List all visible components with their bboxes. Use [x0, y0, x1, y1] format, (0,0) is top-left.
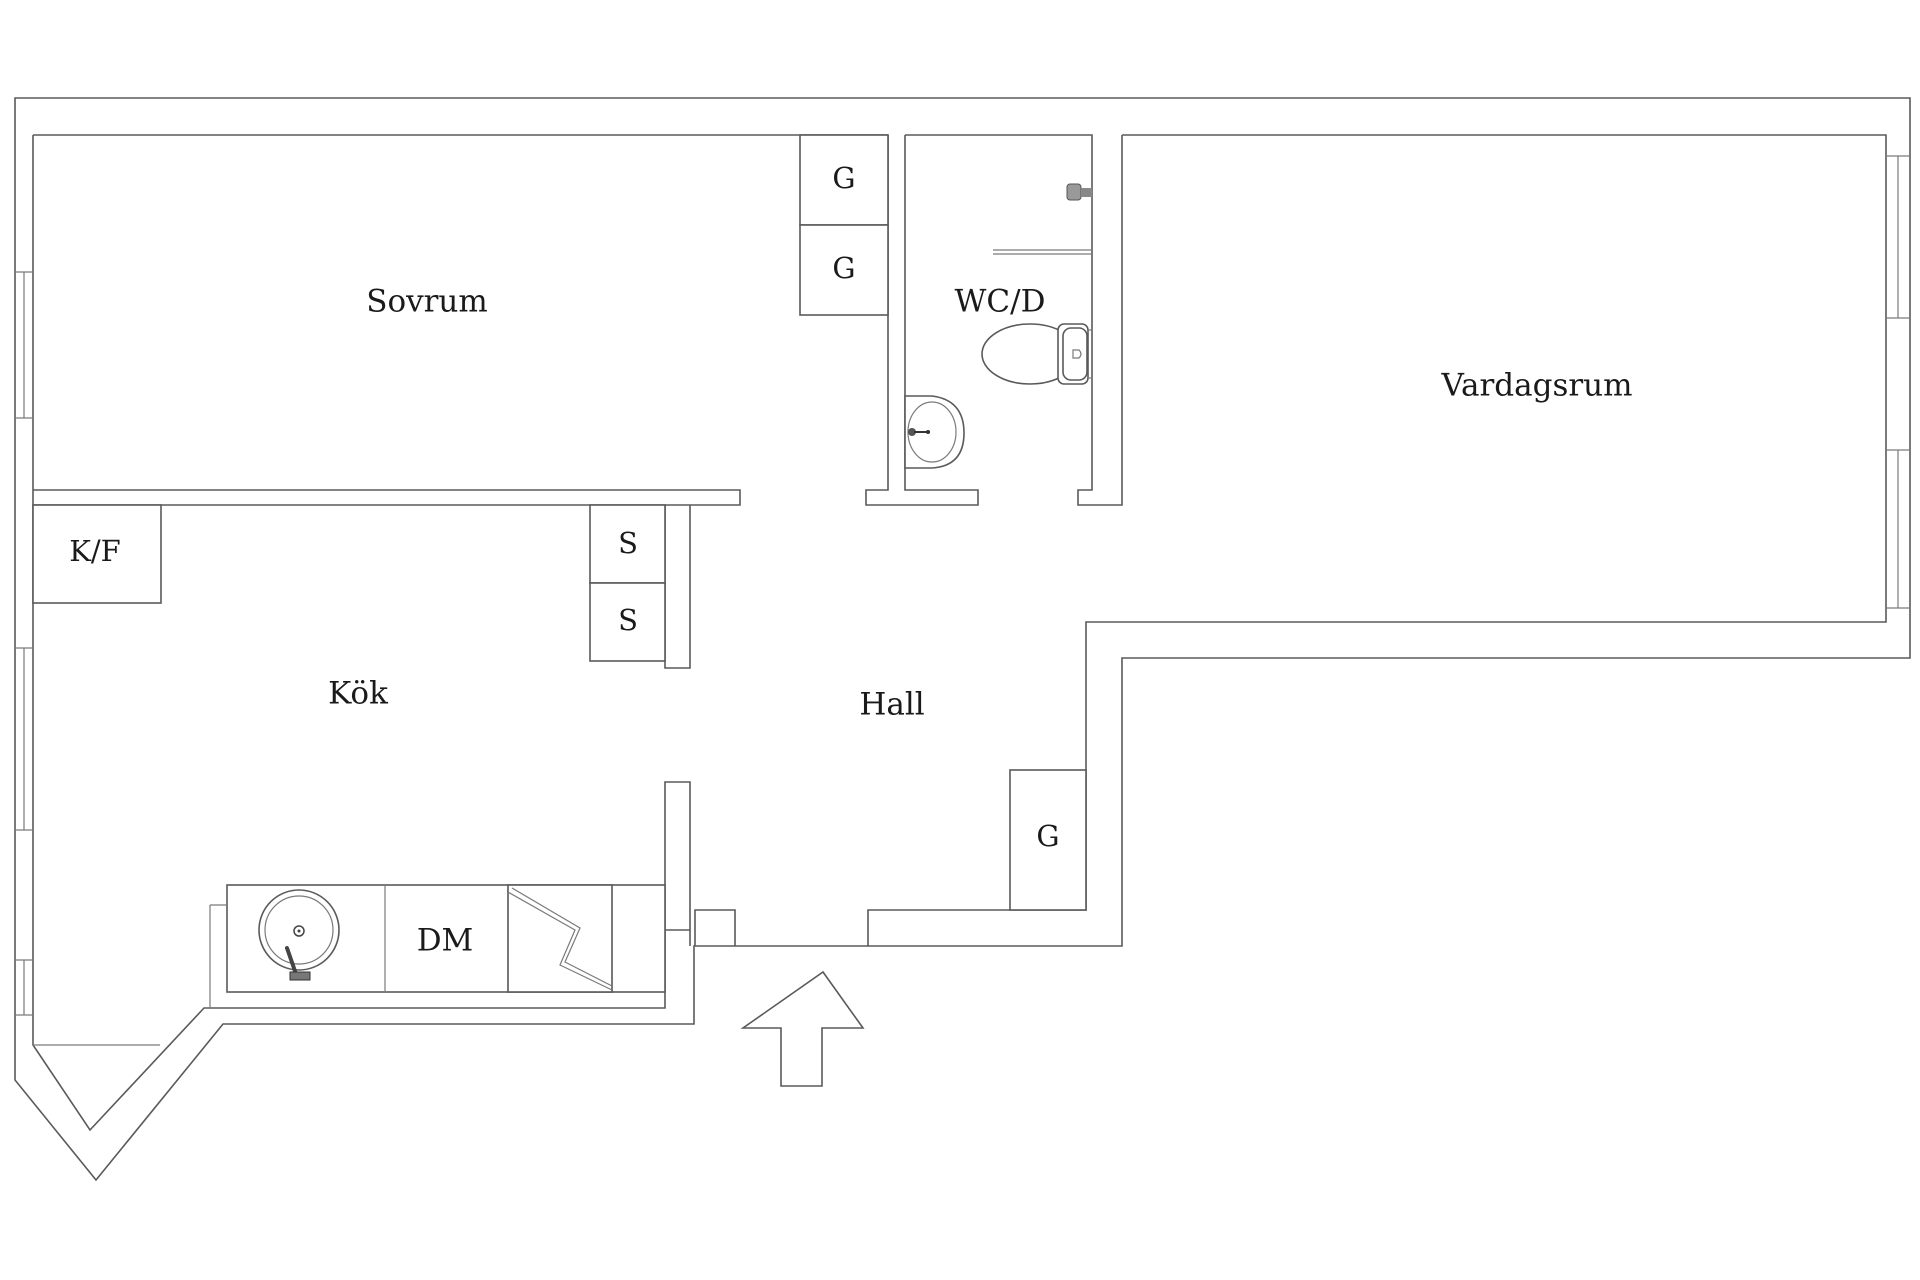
room-label-hall: Hall	[859, 687, 924, 723]
room-label-sovrum: Sovrum	[366, 284, 488, 320]
wardrobe-label: G	[1036, 819, 1059, 853]
interior-walls	[33, 134, 1123, 946]
fridge-freezer-label: K/F	[69, 534, 121, 568]
kitchen-sink-icon	[258, 889, 340, 981]
wardrobe-label: G	[832, 251, 855, 285]
toilet-icon	[981, 323, 1092, 385]
wardrobe-label: G	[832, 161, 855, 195]
dishwasher-label: DM	[417, 923, 474, 959]
storage-label: S	[618, 603, 638, 637]
outer-walls	[14, 97, 1911, 1182]
storage-label: S	[618, 526, 638, 560]
room-label-kok: Kök	[328, 676, 388, 712]
entrance-arrow-icon	[740, 970, 865, 1087]
room-label-wc: WC/D	[955, 284, 1046, 320]
wc-fixtures	[904, 183, 1092, 469]
stove-icon	[507, 884, 613, 993]
bedroom-wardrobes: G G	[799, 134, 889, 316]
hall-wardrobe: G	[1009, 769, 1087, 911]
room-label-vardagsrum: Vardagsrum	[1440, 368, 1632, 404]
shower-icon	[1066, 183, 1092, 201]
washbasin-icon	[904, 395, 965, 469]
kitchen-fixtures: K/F S S DM	[32, 504, 666, 1008]
